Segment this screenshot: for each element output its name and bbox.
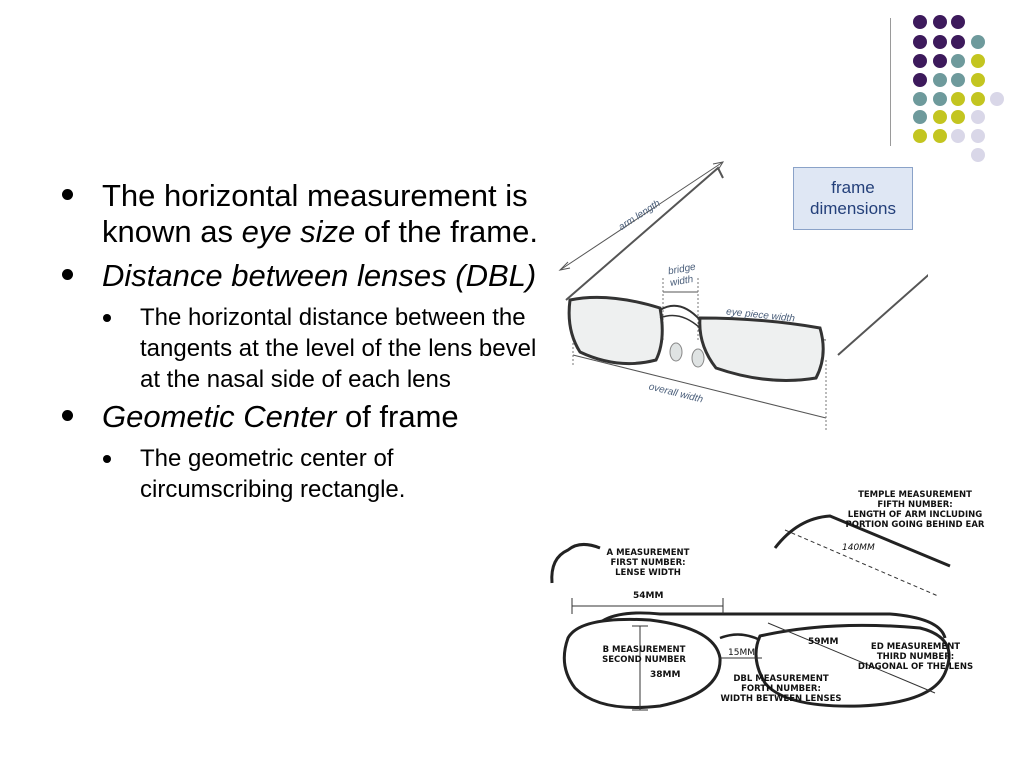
- decorative-dot: [971, 92, 985, 106]
- bullet-item: The horizontal measurement is known as e…: [60, 178, 540, 250]
- decorative-dot: [951, 54, 965, 68]
- decorative-dot: [913, 54, 927, 68]
- a-measurement-value: 54MM: [633, 591, 664, 601]
- temple-measurement-value: 140MM: [842, 543, 875, 553]
- ed-measurement-value: 59MM: [808, 637, 839, 647]
- bullet-text: of frame: [336, 399, 459, 434]
- sub-bullet-list: The horizontal distance between the tang…: [60, 302, 540, 395]
- bullet-list: The horizontal measurement is known as e…: [60, 178, 540, 509]
- a-measurement-caption: A MEASUREMENT FIRST NUMBER: LENSE WIDTH: [606, 548, 690, 578]
- bullet-text: The horizontal measurement is known as: [102, 178, 528, 249]
- decorative-dot: [933, 92, 947, 106]
- decorative-dot: [913, 129, 927, 143]
- bullet-item: Geometic Center of frame: [60, 399, 540, 435]
- decorative-dot: [971, 110, 985, 124]
- decorative-dot-grid: [913, 15, 1004, 162]
- decorative-dot: [913, 15, 927, 29]
- decorative-dot: [933, 129, 947, 143]
- decorative-dot: [951, 73, 965, 87]
- sub-bullet-item: The horizontal distance between the tang…: [60, 302, 540, 395]
- decorative-dot: [913, 110, 927, 124]
- ed-measurement-caption: ED MEASUREMENT THIRD NUMBER: DIAGONAL OF…: [857, 642, 974, 672]
- bullet-item: Distance between lenses (DBL): [60, 258, 540, 294]
- decorative-dot: [951, 35, 965, 49]
- frame-dimensions-box: frame dimensions: [793, 167, 913, 230]
- dbl-measurement-value: 15MM: [728, 648, 755, 658]
- sub-bullet-item: The geometric center of circumscribing r…: [60, 443, 540, 505]
- decorative-dot: [951, 15, 965, 29]
- decorative-dot: [971, 148, 985, 162]
- bullet-emphasis-text: Geometic Center: [102, 399, 337, 434]
- decorative-dot: [933, 73, 947, 87]
- frame-dimensions-box-line2: dimensions: [810, 199, 896, 218]
- decorative-dot: [913, 35, 927, 49]
- frame-dimensions-box-line1: frame: [831, 178, 875, 197]
- decorative-dot: [951, 129, 965, 143]
- decorative-dot: [971, 73, 985, 87]
- b-measurement-caption: B MEASUREMENT SECOND NUMBER: [602, 645, 686, 665]
- decorative-dot: [951, 110, 965, 124]
- decorative-dot: [933, 15, 947, 29]
- bullet-text: of the frame.: [355, 214, 538, 249]
- decorative-dot: [933, 110, 947, 124]
- decorative-dot: [951, 92, 965, 106]
- decorative-dot: [933, 54, 947, 68]
- sub-bullet-list: The geometric center of circumscribing r…: [60, 443, 540, 505]
- decorative-dot: [971, 35, 985, 49]
- bullet-emphasis-text: Distance between lenses (DBL): [102, 258, 537, 293]
- decorative-dot: [913, 73, 927, 87]
- decorative-dot: [990, 92, 1004, 106]
- decorative-dot: [933, 35, 947, 49]
- header-divider-line: [890, 18, 891, 146]
- decorative-dot: [971, 129, 985, 143]
- decorative-dot: [913, 92, 927, 106]
- temple-measurement-caption: TEMPLE MEASUREMENT FIFTH NUMBER: LENGTH …: [845, 490, 985, 530]
- dbl-measurement-caption: DBL MEASUREMENT FORTH NUMBER: WIDTH BETW…: [720, 674, 842, 704]
- b-measurement-value: 38MM: [650, 670, 681, 680]
- frame-measurement-figure: A MEASUREMENT FIRST NUMBER: LENSE WIDTH …: [540, 488, 1000, 718]
- decorative-dot: [971, 54, 985, 68]
- frame-dimensions-figure: arm length bridge width eye piece width …: [548, 150, 928, 440]
- bullet-emphasis-text: eye size: [241, 214, 356, 249]
